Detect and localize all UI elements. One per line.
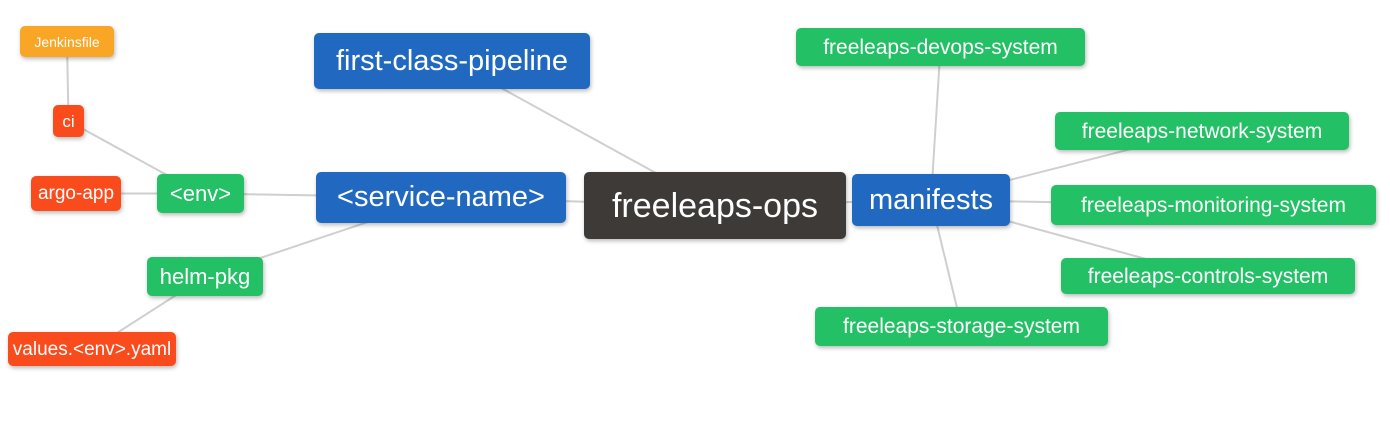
- node-first-class-pipeline[interactable]: first-class-pipeline: [314, 33, 590, 89]
- node-manifests[interactable]: manifests: [852, 174, 1010, 226]
- node-values-env-yaml[interactable]: values.<env>.yaml: [8, 332, 176, 366]
- node-service-name[interactable]: <service-name>: [316, 172, 566, 223]
- node-network-system[interactable]: freeleaps-network-system: [1055, 112, 1349, 150]
- node-storage-system[interactable]: freeleaps-storage-system: [815, 307, 1108, 346]
- node-controls-system[interactable]: freeleaps-controls-system: [1061, 258, 1355, 294]
- node-argo-app[interactable]: argo-app: [31, 176, 121, 211]
- node-freeleaps-ops[interactable]: freeleaps-ops: [584, 172, 846, 239]
- node-jenkinsfile[interactable]: Jenkinsfile: [20, 26, 114, 57]
- node-helm-pkg[interactable]: helm-pkg: [147, 257, 263, 296]
- node-env[interactable]: <env>: [157, 174, 244, 213]
- node-monitoring-system[interactable]: freeleaps-monitoring-system: [1051, 185, 1376, 225]
- node-devops-system[interactable]: freeleaps-devops-system: [796, 28, 1085, 66]
- node-ci[interactable]: ci: [53, 105, 84, 137]
